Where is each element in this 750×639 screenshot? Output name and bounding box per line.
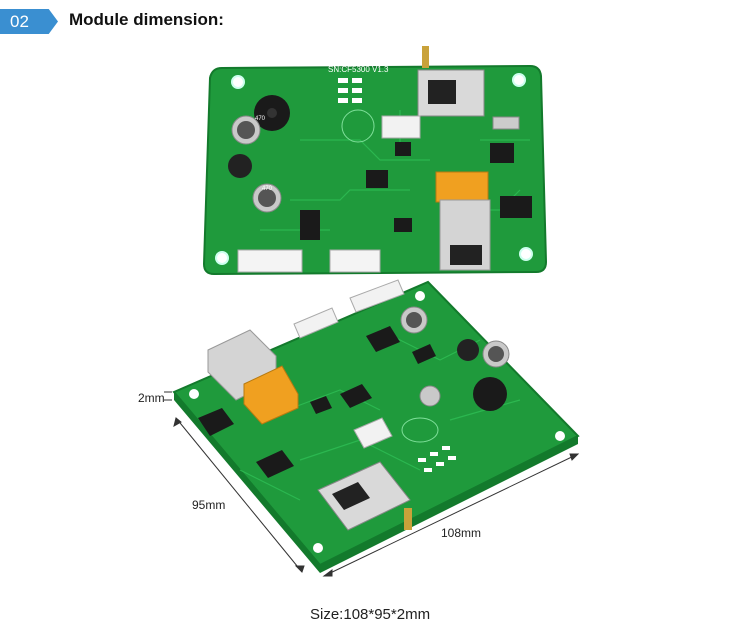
- thickness-label: 2mm: [138, 391, 165, 405]
- svg-text:470: 470: [262, 186, 273, 192]
- width-label: 95mm: [192, 498, 226, 512]
- section-number-badge: 02: [0, 9, 58, 34]
- section-title: Module dimension:: [69, 10, 224, 29]
- dimension-lines: [164, 391, 580, 577]
- svg-text:470: 470: [255, 116, 266, 122]
- length-label: 108mm: [441, 526, 482, 540]
- pcb-board-perspective-view: [172, 279, 580, 573]
- size-caption: Size:108*95*2mm: [310, 606, 431, 623]
- pcb-board-top-view: SN:CF5300 V1.3 470 470: [202, 46, 548, 276]
- silkscreen-label: SN:CF5300 V1.3: [328, 65, 389, 74]
